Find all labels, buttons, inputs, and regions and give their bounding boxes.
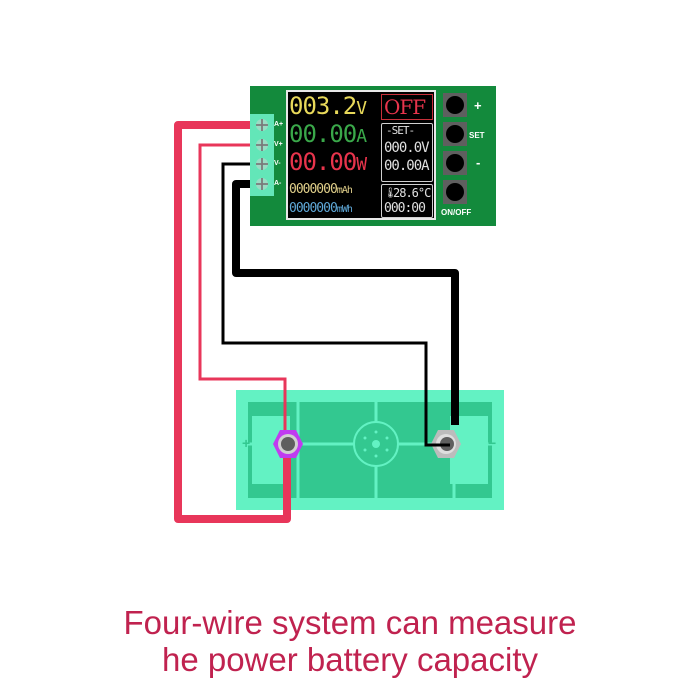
energy-value: 0000000: [289, 201, 338, 216]
on-off-button[interactable]: [443, 180, 467, 204]
capacity-value: 0000000: [289, 182, 338, 197]
set-voltage-reading: 000.0V: [384, 140, 430, 156]
button-cap: [446, 154, 464, 172]
terminal-label-v-minus: V-: [274, 160, 281, 167]
screw-terminal-icon: [256, 158, 268, 170]
temperature-reading: 28.6°C: [393, 186, 431, 200]
power-unit: W: [356, 154, 367, 175]
screw-terminal-icon: [256, 139, 268, 151]
button-cap: [446, 125, 464, 143]
output-state: OFF: [384, 95, 426, 119]
timer-reading: 000:00: [384, 201, 426, 216]
screw-terminal-icon: [256, 119, 268, 131]
output-state-box: OFF: [381, 94, 433, 120]
lcd-display: 003.2V 00.00A 00.00W 0000000mAh 0000000m…: [286, 90, 436, 220]
vent-icon: [353, 421, 399, 467]
battery-pack: + −: [236, 390, 504, 510]
capacity-unit: mAh: [336, 185, 353, 196]
terminal-label-v-plus: V+: [274, 141, 283, 148]
plus-button-label: +: [474, 98, 482, 113]
status-panel: 🌡 28.6°C 000:00: [381, 184, 433, 218]
button-cap: [446, 183, 464, 201]
current-value: 00.00: [289, 120, 357, 148]
terminal-label-a-plus: A+: [274, 121, 284, 128]
set-voltage-unit: V: [421, 140, 430, 156]
set-button-label: SET: [469, 131, 485, 140]
energy-reading: 0000000mWh: [289, 201, 353, 216]
caption-line-1: Four-wire system can measure: [123, 604, 577, 641]
voltage-value: 003.2: [289, 92, 357, 120]
minus-button[interactable]: [443, 151, 467, 175]
positive-terminal-nut-icon: [273, 430, 303, 458]
set-current-reading: 00.00A: [384, 158, 430, 174]
energy-unit: mWh: [336, 204, 353, 215]
wire-a-minus: [232, 180, 459, 425]
negative-label: −: [488, 435, 497, 451]
power-value: 00.00: [289, 148, 357, 176]
screw-terminal-icon: [256, 178, 268, 190]
plus-button[interactable]: [443, 93, 467, 117]
set-voltage-value: 000.0: [384, 140, 422, 156]
current-unit: A: [356, 126, 367, 147]
set-current-value: 00.00: [384, 158, 422, 174]
minus-button-label: -: [476, 155, 481, 170]
set-label: -SET-: [386, 124, 415, 137]
set-button[interactable]: [443, 122, 467, 146]
current-reading: 00.00A: [289, 120, 367, 148]
power-reading: 00.00W: [289, 148, 367, 176]
battery-graphic: [236, 402, 504, 498]
temperature-value: 28.6: [393, 186, 419, 200]
caption-line-2: he power battery capacity: [161, 641, 539, 678]
set-current-unit: A: [421, 158, 430, 174]
voltage-reading: 003.2V: [289, 92, 367, 120]
temperature-unit: °C: [417, 186, 431, 200]
positive-label: +: [242, 435, 251, 451]
terminal-label-a-minus: A-: [274, 180, 282, 187]
on-off-button-label: ON/OFF: [441, 208, 472, 217]
capacity-reading: 0000000mAh: [289, 182, 353, 197]
voltage-unit: V: [356, 98, 367, 119]
set-panel: -SET- 000.0V 00.00A: [381, 123, 433, 182]
thermometer-icon: 🌡: [384, 188, 397, 199]
button-cap: [446, 96, 464, 114]
